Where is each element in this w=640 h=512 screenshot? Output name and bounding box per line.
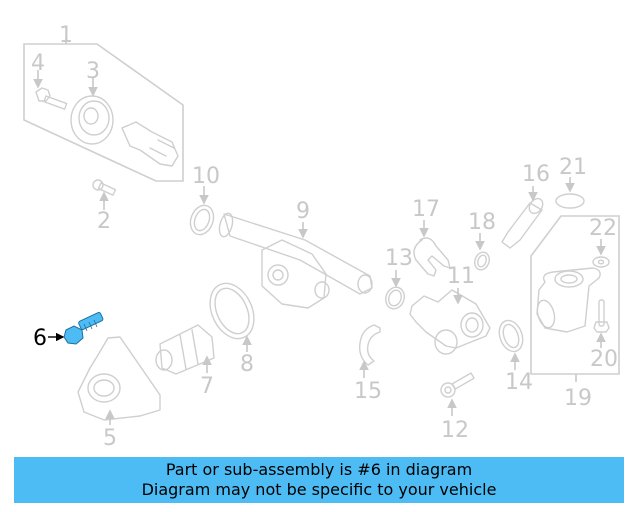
callout-labels: 1 2 3 4 5 6 7 8 9 10 11 12 13 14 15 16 1… [31, 23, 618, 451]
part-12-bolt[interactable] [440, 372, 475, 398]
part-22-washer[interactable] [592, 256, 610, 268]
callout-4: 4 [31, 51, 45, 76]
assembly-box-1 [23, 38, 184, 182]
callout-18: 18 [468, 210, 496, 235]
callout-3: 3 [86, 59, 100, 84]
callout-6: 6 [33, 326, 47, 351]
part-5-housing-cover[interactable] [77, 336, 161, 421]
part-20-stud-bolt[interactable] [593, 299, 610, 333]
assembly-box-19 [530, 215, 620, 382]
callout-20: 20 [590, 347, 618, 372]
callout-17: 17 [412, 197, 440, 222]
part-16-sensor[interactable] [501, 196, 546, 249]
banner-line-disclaimer: Diagram may not be specific to your vehi… [141, 480, 497, 499]
callout-10: 10 [192, 164, 220, 189]
callout-5: 5 [103, 426, 117, 451]
part-4-bolt[interactable] [35, 87, 68, 110]
callout-13: 13 [385, 246, 413, 271]
part-13-oring[interactable] [383, 285, 407, 312]
part-11-thermostat-housing[interactable] [409, 289, 491, 355]
callout-16: 16 [522, 162, 550, 187]
callout-19: 19 [564, 386, 592, 411]
callout-11: 11 [447, 264, 475, 289]
callout-14: 14 [505, 370, 533, 395]
callout-8: 8 [240, 352, 254, 377]
part-6-bolt-highlighted[interactable] [63, 312, 104, 345]
callout-9: 9 [296, 199, 310, 224]
part-outlet-flange[interactable] [535, 267, 601, 333]
callout-15: 15 [354, 379, 382, 404]
part-18-oring[interactable] [472, 250, 491, 272]
part-17-clip[interactable] [413, 237, 451, 277]
callout-21: 21 [559, 155, 587, 180]
callout-12: 12 [441, 418, 469, 443]
part-tensioner-shaft[interactable] [121, 121, 179, 167]
part-2-bolt[interactable] [92, 179, 117, 196]
part-9-water-pipe[interactable] [217, 212, 373, 309]
callout-1: 1 [59, 23, 73, 48]
part-14-gasket[interactable] [495, 317, 527, 355]
part-10-oring[interactable] [187, 202, 218, 238]
part-21-oring[interactable] [555, 193, 585, 209]
banner-line-part-number: Part or sub-assembly is #6 in diagram [165, 460, 473, 479]
callout-22: 22 [589, 216, 617, 241]
info-banner: Part or sub-assembly is #6 in diagram Di… [14, 457, 624, 503]
part-15-clip[interactable] [358, 324, 381, 366]
callout-2: 2 [97, 209, 111, 234]
part-3-pulley[interactable] [70, 95, 114, 145]
part-7-thermostat[interactable] [155, 324, 215, 375]
parts-diagram: 1 2 3 4 5 6 7 8 9 10 11 12 13 14 15 16 1… [23, 23, 620, 451]
callout-7: 7 [200, 374, 214, 399]
